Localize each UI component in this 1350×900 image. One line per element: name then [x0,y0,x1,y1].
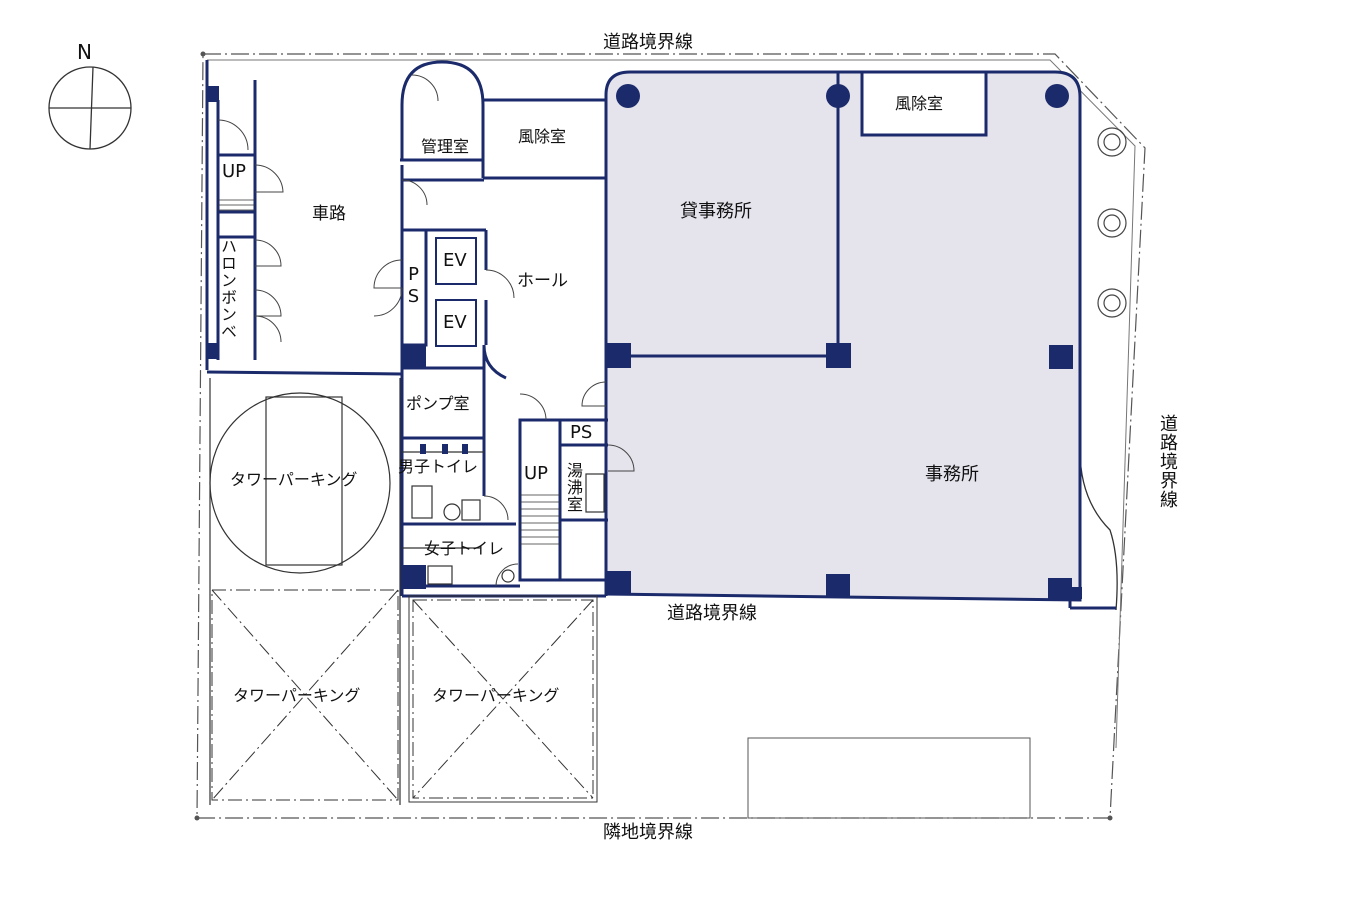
compass-icon [48,66,132,150]
kitchenette-label: 湯沸室 [564,462,583,513]
hall-label: ホール [517,271,568,291]
ps-left-label: PS [403,264,424,308]
tower-parking-circle-unit [209,378,401,805]
office-area [604,70,1082,602]
ev-1-label: EV [443,250,467,271]
halon-label: ハロンボンベ [218,238,237,340]
tree-icons [1097,127,1127,318]
windbreak-left-label: 風除室 [518,127,567,146]
left-strip-columns [207,86,219,359]
office-columns [606,84,1082,600]
door-swings [217,74,635,587]
ps-right-label: PS [570,422,593,443]
womens-toilet-label: 女子トイレ [424,539,505,558]
neighbor-boundary-bottom: 隣地境界線 [603,822,693,843]
north-label: N [77,40,92,64]
left-strip-walls [205,60,403,376]
site-corner-dots [194,51,1113,821]
road-boundary-front: 道路境界線 [667,603,757,624]
up-left-label: UP [222,161,247,182]
rental-office-label: 貸事務所 [680,201,752,222]
right-curve-line [1079,449,1118,611]
stair-treads [218,199,560,545]
office-walls [606,70,988,358]
site-boundary [196,53,1146,819]
ev-2-label: EV [443,312,467,333]
tower-parking-circle-label: タワーパーキング [230,470,358,489]
mens-toilet-label: 男子トイレ [398,457,479,476]
pump-room-label: ポンプ室 [406,394,470,413]
office-label: 事務所 [925,464,979,485]
windbreak-right-label: 風除室 [895,94,944,113]
road-boundary-right: 道路境界線 [1157,414,1178,509]
manager-room-label: 管理室 [421,137,470,156]
tower-parking-center-label: タワーパーキング [432,686,560,705]
driveway-label: 車路 [312,204,346,224]
road-boundary-top: 道路境界線 [603,32,693,53]
outdoor-box [747,737,1031,819]
building-outline-thin [207,59,1136,749]
tower-parking-bays [211,589,598,803]
toilet-stall-marks [420,444,468,454]
elevator-cars [435,237,477,347]
up-center-label: UP [524,463,549,484]
core-columns [402,346,426,589]
tower-parking-left-label: タワーパーキング [233,686,361,705]
